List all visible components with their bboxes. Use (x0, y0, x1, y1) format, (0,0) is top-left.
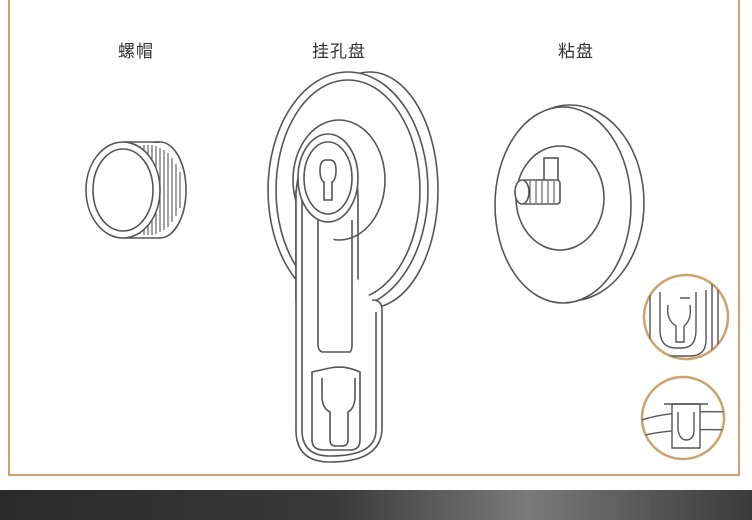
bottom-bar (0, 490, 752, 520)
adhesive-plate-drawing (494, 104, 645, 304)
nut-drawing (85, 141, 187, 239)
detail-inset-clip (640, 375, 726, 461)
label-nut: 螺帽 (118, 42, 154, 62)
diagram-frame (8, 0, 740, 476)
label-adhesive-plate: 粘盘 (558, 42, 594, 62)
parts-illustration (85, 71, 730, 463)
detail-inset-hook (642, 273, 730, 361)
hook-plate-drawing (267, 71, 439, 463)
label-hook-plate: 挂孔盘 (312, 42, 366, 62)
